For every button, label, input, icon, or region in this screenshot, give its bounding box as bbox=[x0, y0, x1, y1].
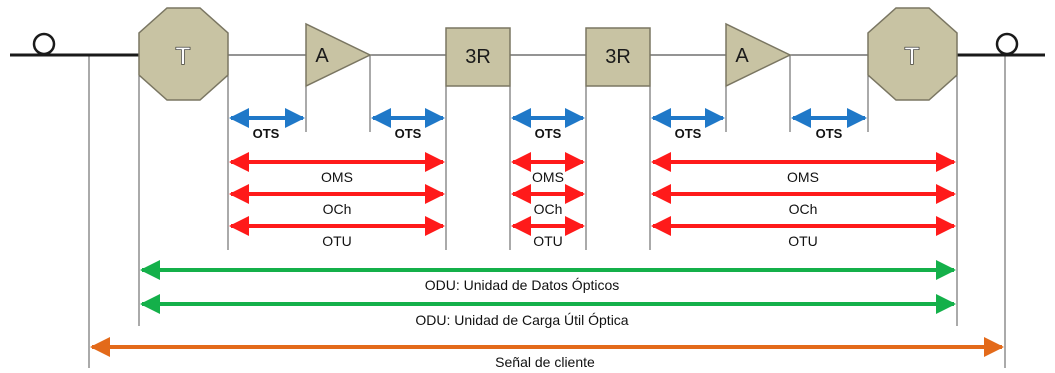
och-label-middle: OCh bbox=[534, 201, 563, 217]
client-port-right-icon bbox=[995, 32, 1019, 56]
otu-label-right: OTU bbox=[788, 233, 818, 249]
oms-label-right: OMS bbox=[787, 169, 819, 185]
och-label-right: OCh bbox=[789, 201, 818, 217]
node-label-amplifier-left: A bbox=[315, 45, 329, 67]
odu-data-label: ODU: Unidad de Datos Ópticos bbox=[425, 277, 620, 293]
regenerator-box-icon bbox=[445, 27, 511, 87]
node-regenerator-right: 3R bbox=[585, 27, 651, 87]
node-label-regenerator-right: 3R bbox=[605, 46, 631, 68]
node-label-terminal-left: T bbox=[176, 43, 191, 70]
client-signal-label: Señal de cliente bbox=[495, 354, 595, 370]
ots-label-5: OTS bbox=[816, 126, 843, 141]
node-amplifier-left: A bbox=[305, 22, 372, 88]
client-port-left-icon bbox=[32, 32, 56, 56]
oms-label-left: OMS bbox=[321, 169, 353, 185]
oms-label-middle: OMS bbox=[532, 169, 564, 185]
odu-spans bbox=[140, 260, 956, 314]
red-spans bbox=[229, 152, 956, 236]
fiber-line bbox=[10, 32, 1045, 57]
ots-label-3: OTS bbox=[535, 126, 562, 141]
node-label-amplifier-right: A bbox=[735, 45, 749, 67]
node-terminal-right: T bbox=[867, 7, 958, 101]
node-amplifier-right: A bbox=[725, 22, 792, 88]
regenerator-box-icon bbox=[585, 27, 651, 87]
ots-label-4: OTS bbox=[675, 126, 702, 141]
node-terminal-left: T bbox=[138, 7, 229, 101]
otu-label-middle: OTU bbox=[533, 233, 563, 249]
ots-label-1: OTS bbox=[253, 126, 280, 141]
ots-label-2: OTS bbox=[395, 126, 422, 141]
och-label-left: OCh bbox=[323, 201, 352, 217]
octagon-icon bbox=[867, 7, 958, 101]
otu-label-left: OTU bbox=[322, 233, 352, 249]
node-label-terminal-right: T bbox=[905, 43, 920, 70]
amplifier-triangle-icon bbox=[725, 22, 792, 88]
node-regenerator-left: 3R bbox=[445, 27, 511, 87]
node-label-regenerator-left: 3R bbox=[465, 46, 491, 68]
amplifier-triangle-icon bbox=[305, 22, 372, 88]
odu-payload-label: ODU: Unidad de Carga Útil Óptica bbox=[415, 312, 628, 328]
octagon-icon bbox=[138, 7, 229, 101]
